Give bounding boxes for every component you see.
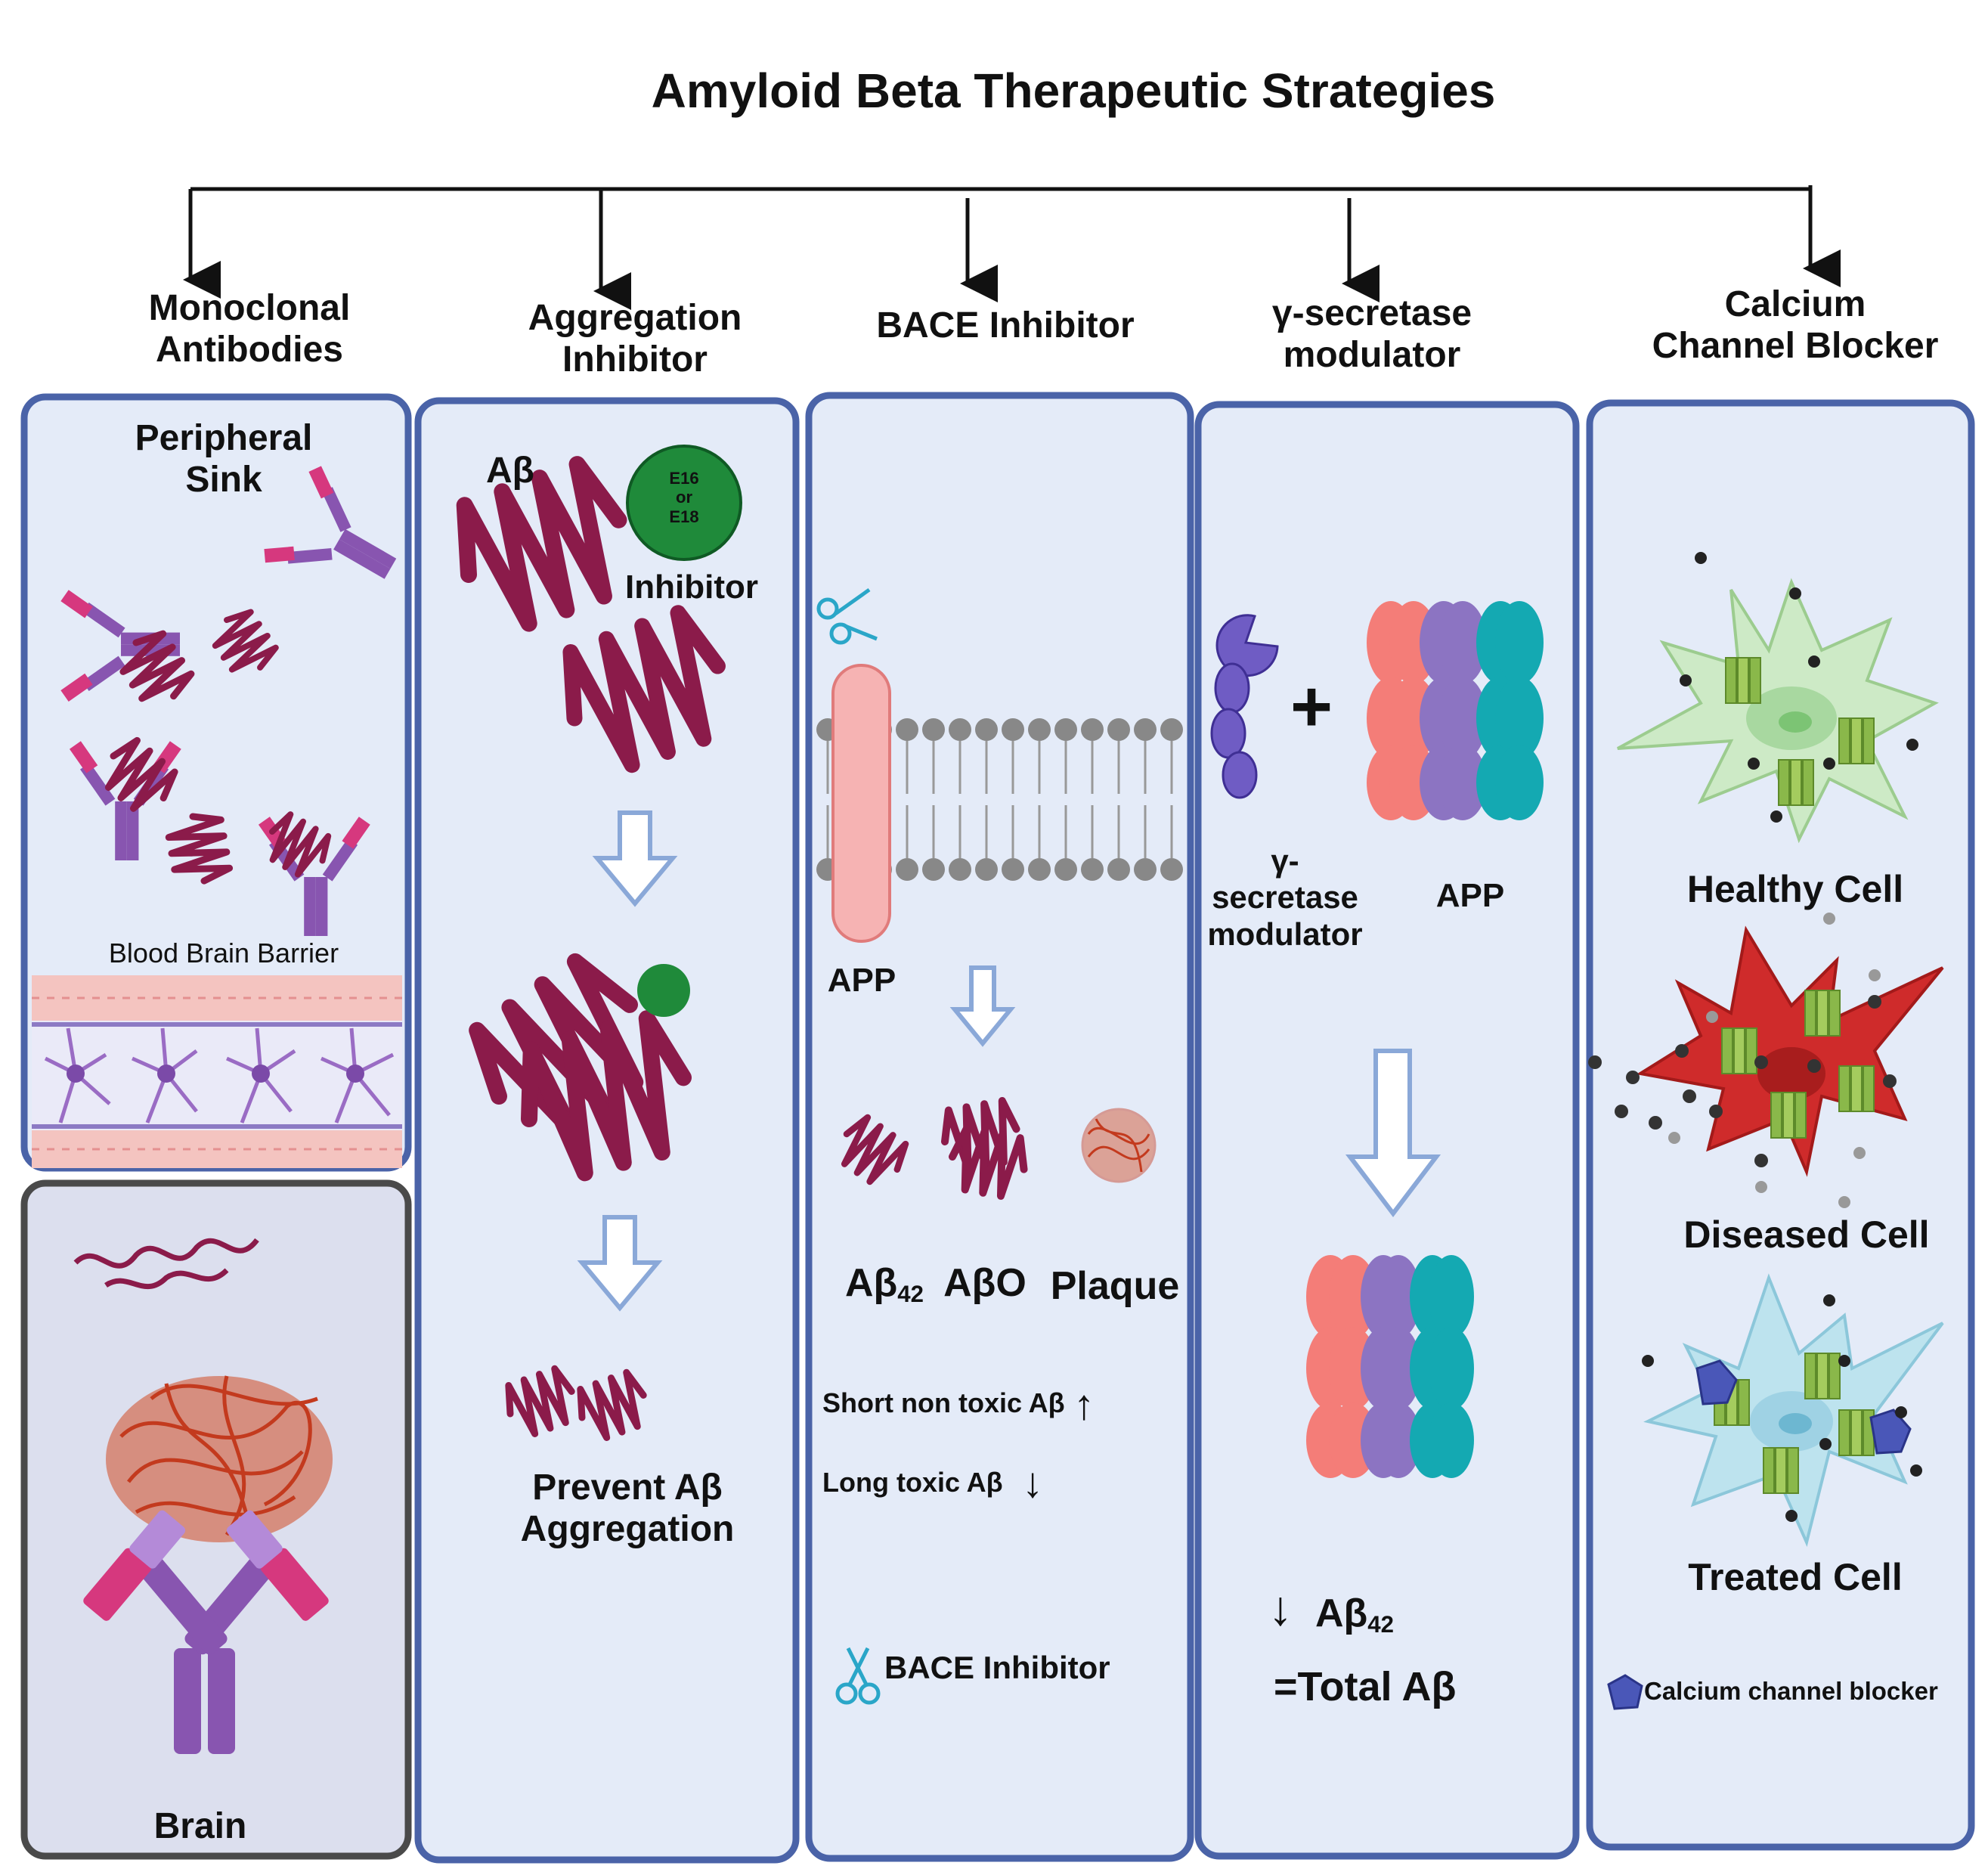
gamma-modulator-line1: γ-	[1271, 843, 1299, 879]
heading-monoclonal: Monoclonal Antibodies	[68, 287, 431, 370]
bace-ab42-text: Aβ	[845, 1261, 898, 1305]
brain-panel-art	[73, 1238, 333, 1754]
inhibitor-tag-line2: or	[676, 488, 692, 507]
heading-calcium-line2: Channel Blocker	[1652, 326, 1939, 367]
calcium-legend-label: Calcium channel blocker	[1644, 1677, 1938, 1705]
up-arrow-icon: ↑	[1073, 1381, 1095, 1428]
gamma-down-arrow-icon: ↓	[1268, 1581, 1293, 1635]
bace-app-label: APP	[827, 962, 896, 999]
bace-plaque-label: Plaque	[1050, 1264, 1180, 1308]
bace-ab42-label: Aβ42	[831, 1261, 937, 1308]
gamma-modulator-label: γ- secretase modulator	[1202, 843, 1368, 953]
bace-legend-label: BACE Inhibitor	[884, 1650, 1110, 1685]
healthy-cell-label: Healthy Cell	[1686, 868, 1904, 910]
inhibitor-tag: E16 or E18	[649, 469, 720, 526]
peripheral-sink-line1: Peripheral	[135, 418, 313, 458]
diseased-cell-label: Diseased Cell	[1683, 1213, 1930, 1256]
brain-label: Brain	[153, 1806, 247, 1846]
diseased-cell	[1588, 913, 1944, 1208]
short-nontoxic-label: Short non toxic Aβ	[822, 1387, 1065, 1418]
inhibitor-bead	[626, 445, 742, 561]
gamma-ab42-label: Aβ42	[1302, 1591, 1407, 1638]
heading-gamma: γ-secretase modulator	[1191, 293, 1553, 376]
gamma-modulator-line3: modulator	[1207, 916, 1363, 952]
inhibitor-tag-line3: E18	[669, 507, 699, 526]
calcium-legend-icon	[1607, 1674, 1643, 1710]
inhibitor-bound	[637, 964, 690, 1017]
heading-monoclonal-line2: Antibodies	[156, 330, 343, 370]
bbb-label: Blood Brain Barrier	[108, 938, 339, 968]
inhibitor-tag-line1: E16	[669, 469, 699, 488]
heading-aggregation: Aggregation Inhibitor	[454, 297, 816, 380]
abeta-label: Aβ	[486, 451, 534, 491]
calcium-art	[1588, 552, 1944, 1710]
bace-ab42-subscript: 42	[897, 1280, 924, 1307]
inhibitor-label: Inhibitor	[625, 569, 758, 606]
blood-brain-barrier	[32, 975, 402, 1168]
gamma-modulator-shape	[1210, 614, 1279, 799]
gamma-app-label: APP	[1435, 877, 1505, 914]
prevent-aggregation-line1: Prevent Aβ	[532, 1467, 723, 1508]
heading-aggregation-line2: Inhibitor	[562, 339, 708, 380]
app-stack-2	[1306, 1255, 1474, 1478]
brain-antibody	[83, 1510, 329, 1754]
aggregation-art	[446, 445, 742, 1443]
total-abeta-label: =Total Aβ	[1274, 1664, 1457, 1709]
heading-aggregation-line1: Aggregation	[528, 298, 742, 338]
app-protein	[831, 664, 891, 943]
plaque-small	[1081, 1108, 1157, 1183]
diagram-title: Amyloid Beta Therapeutic Strategies	[651, 64, 1496, 118]
connector-tree	[183, 185, 1841, 310]
heading-bace: BACE Inhibitor	[824, 305, 1187, 346]
bace-abo-label: AβO	[943, 1261, 1027, 1305]
bace-art	[816, 587, 1183, 1705]
peripheral-sink-label: Peripheral Sink	[110, 417, 337, 501]
prevent-aggregation-line2: Aggregation	[520, 1509, 735, 1550]
scissors-icon	[816, 587, 878, 645]
treated-cell	[1642, 1273, 1944, 1548]
gamma-art	[1210, 601, 1544, 1478]
plus-sign: +	[1290, 666, 1333, 747]
gamma-ab42-subscript: 42	[1367, 1610, 1394, 1638]
prevent-aggregation-label: Prevent Aβ Aggregation	[484, 1467, 771, 1550]
app-stack-1	[1367, 601, 1544, 820]
heading-calcium-line1: Calcium	[1724, 284, 1866, 324]
gamma-modulator-line2: secretase	[1212, 879, 1358, 916]
bace-legend-scissors-icon	[835, 1647, 881, 1705]
gamma-ab42-text: Aβ	[1315, 1591, 1368, 1635]
brain-plaque	[106, 1375, 333, 1542]
heading-bace-line1: BACE Inhibitor	[876, 305, 1135, 346]
heading-calcium: Calcium Channel Blocker	[1610, 284, 1980, 367]
down-arrow-icon: ↓	[1022, 1458, 1043, 1506]
heading-gamma-line1: γ-secretase	[1271, 293, 1472, 333]
treated-cell-label: Treated Cell	[1688, 1556, 1903, 1598]
healthy-cell	[1617, 552, 1939, 844]
peripheral-sink-line2: Sink	[185, 460, 262, 501]
heading-gamma-line2: modulator	[1283, 335, 1461, 376]
heading-monoclonal-line1: Monoclonal	[148, 288, 351, 328]
long-toxic-label: Long toxic Aβ	[822, 1467, 1003, 1498]
